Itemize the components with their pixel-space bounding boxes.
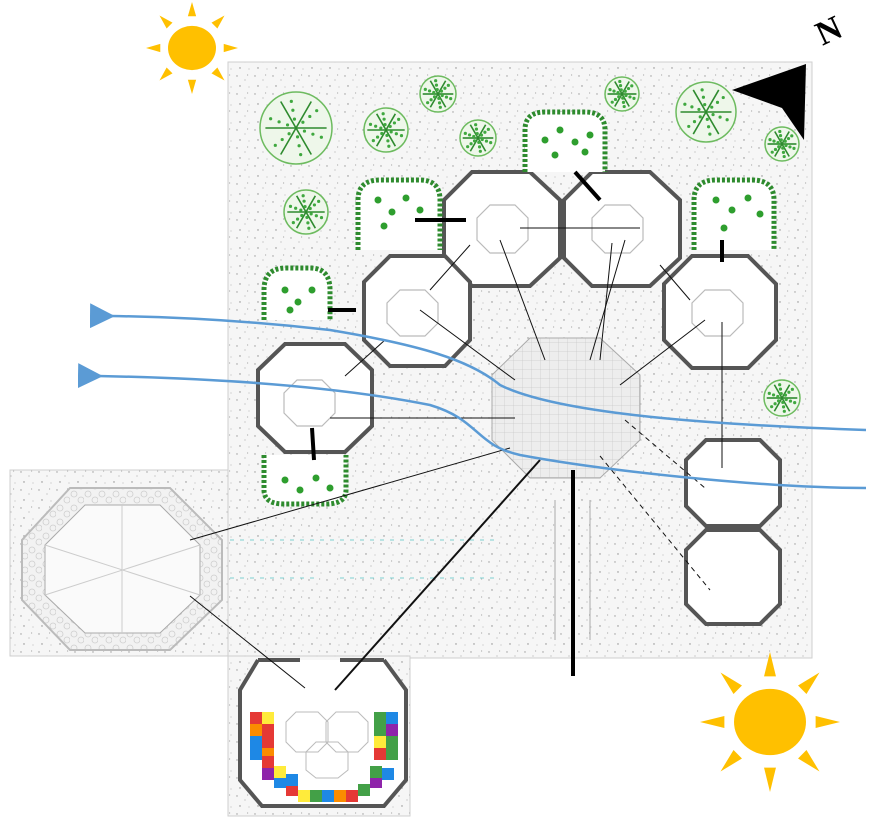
tree-icon bbox=[764, 126, 800, 162]
sun-icon bbox=[700, 652, 840, 792]
sun-disc bbox=[734, 688, 806, 756]
tree-icon bbox=[283, 189, 329, 235]
tile bbox=[262, 712, 274, 724]
tree-icon bbox=[259, 91, 333, 165]
circulation-lines bbox=[189, 227, 723, 691]
tile bbox=[334, 790, 346, 802]
sun-ray bbox=[211, 15, 225, 29]
tile bbox=[286, 784, 298, 796]
tree-icon bbox=[459, 119, 497, 157]
tile bbox=[310, 790, 322, 802]
sun-ray bbox=[159, 15, 173, 29]
tile bbox=[298, 790, 310, 802]
tile bbox=[274, 766, 286, 778]
sun-ray bbox=[211, 67, 225, 81]
tile bbox=[386, 748, 398, 760]
sun-ray bbox=[159, 67, 173, 81]
tile bbox=[250, 724, 262, 736]
trees bbox=[259, 75, 801, 417]
sun-ray bbox=[187, 79, 197, 94]
tile bbox=[346, 790, 358, 802]
sun-ray bbox=[798, 672, 820, 694]
tree-icon bbox=[363, 107, 409, 153]
tree-icon bbox=[604, 76, 640, 112]
sun-ray bbox=[815, 716, 840, 728]
activity-tile-band bbox=[250, 712, 398, 802]
tree-icon bbox=[763, 379, 801, 417]
tile bbox=[370, 766, 382, 778]
tile bbox=[250, 712, 262, 724]
garden-shrubs bbox=[281, 126, 764, 494]
western-court bbox=[21, 487, 223, 651]
tile bbox=[374, 712, 386, 724]
sun-ray bbox=[798, 750, 820, 772]
tile bbox=[386, 712, 398, 724]
sun-ray bbox=[223, 43, 238, 53]
sun-ray bbox=[700, 716, 725, 728]
sun-disc bbox=[168, 25, 216, 71]
octagonal-pods bbox=[256, 170, 782, 626]
central-plaza bbox=[491, 337, 641, 479]
tile bbox=[250, 748, 262, 760]
tile bbox=[386, 724, 398, 736]
tile bbox=[262, 736, 274, 748]
tile bbox=[250, 736, 262, 748]
airflow-arrow-icon bbox=[77, 363, 867, 490]
pod-east-small bbox=[684, 438, 782, 528]
thick-markers bbox=[310, 170, 724, 676]
pod-west bbox=[256, 342, 374, 454]
tile bbox=[274, 776, 286, 788]
paving-rows bbox=[230, 500, 591, 640]
sun-icon bbox=[146, 2, 238, 94]
airflow-arrow-icon bbox=[89, 303, 867, 432]
tile bbox=[286, 774, 298, 786]
southern-pavilion bbox=[238, 658, 408, 808]
tile bbox=[358, 784, 370, 796]
tile bbox=[382, 768, 394, 780]
pod-furniture bbox=[283, 204, 744, 427]
sun-ray bbox=[720, 672, 742, 694]
tile bbox=[374, 748, 386, 760]
pod-north-left bbox=[442, 170, 562, 288]
tile bbox=[374, 736, 386, 748]
tile bbox=[262, 756, 274, 768]
pod-east bbox=[662, 254, 778, 370]
sun-ray bbox=[146, 43, 161, 53]
sun-ray bbox=[187, 2, 197, 17]
tile bbox=[374, 724, 386, 736]
tile bbox=[322, 790, 334, 802]
pod-east-lower bbox=[684, 528, 782, 626]
sun-ray bbox=[720, 750, 742, 772]
pod-north-right bbox=[562, 170, 682, 288]
north-label: N bbox=[810, 9, 848, 53]
tile bbox=[370, 776, 382, 788]
sun-ray bbox=[764, 767, 776, 792]
tile bbox=[262, 768, 274, 780]
tree-icon bbox=[675, 81, 737, 143]
tile bbox=[262, 724, 274, 736]
sun-ray bbox=[764, 652, 776, 677]
site-ground bbox=[9, 61, 813, 817]
pod-northwest bbox=[362, 254, 472, 368]
airflow-arrows bbox=[77, 303, 867, 490]
tree-icon bbox=[419, 75, 457, 113]
tile bbox=[386, 736, 398, 748]
